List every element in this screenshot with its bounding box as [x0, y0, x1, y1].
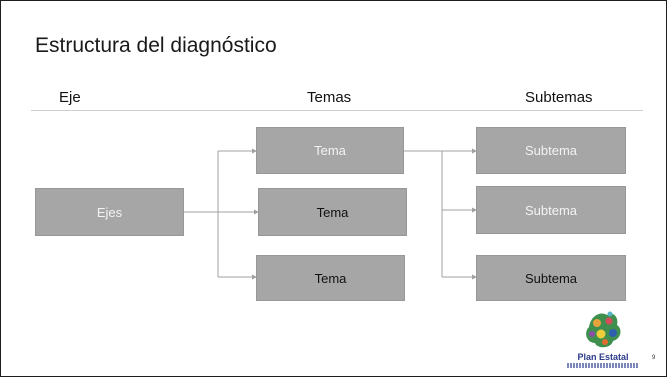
column-header-temas: Temas	[307, 89, 352, 106]
column-header-subtemas: Subtemas	[525, 89, 593, 106]
node-subtema-2: Subtema	[476, 186, 626, 234]
slide-title: Estructura del diagnóstico	[35, 34, 277, 57]
plan-estatal-emblem-icon	[586, 311, 621, 348]
header-divider	[31, 110, 643, 111]
node-tema-3: Tema	[256, 255, 405, 301]
plan-estatal-logo-text: Plan Estatal	[577, 352, 629, 362]
page-number: 9	[652, 355, 656, 361]
node-tema-2: Tema	[258, 188, 407, 236]
node-subtema-1: Subtema	[476, 127, 626, 174]
node-tema-1: Tema	[256, 127, 404, 174]
column-header-eje: Eje	[59, 89, 81, 106]
logo-subtitle-strip	[567, 363, 639, 368]
node-ejes: Ejes	[35, 188, 184, 236]
node-subtema-3: Subtema	[476, 255, 626, 301]
